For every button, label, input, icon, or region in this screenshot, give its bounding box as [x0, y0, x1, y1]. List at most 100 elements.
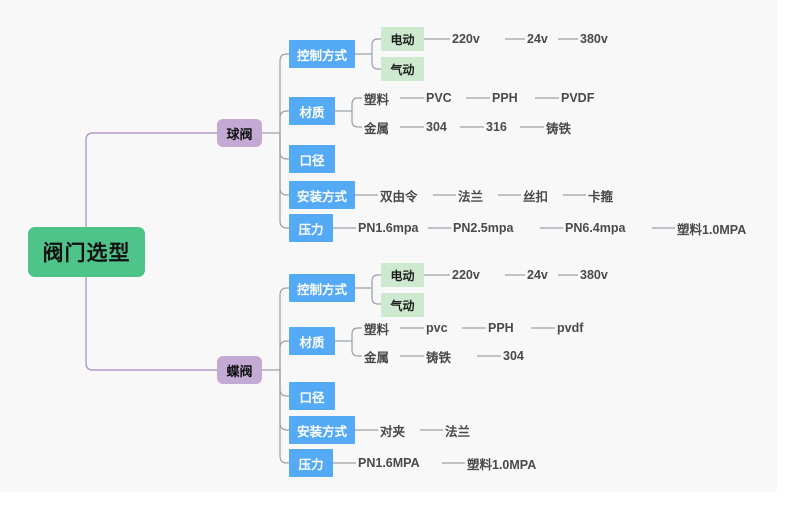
sublabel-node-metal[interactable]: 金属 — [364, 119, 390, 136]
leaf-label: 380v — [580, 32, 608, 46]
mode-node-label: 气动 — [390, 62, 415, 77]
leaf-label: 法兰 — [445, 424, 471, 439]
topic-node-material[interactable]: 材质 — [289, 327, 335, 355]
leaf-label: 铸铁 — [546, 121, 572, 136]
leaf-label: 316 — [486, 120, 507, 134]
leaf-node[interactable]: 法兰 — [458, 187, 484, 204]
topic-node-label: 控制方式 — [296, 282, 347, 297]
sublabel-node-plastic[interactable]: 塑料 — [364, 320, 390, 337]
leaf-label: 铸铁 — [426, 350, 452, 365]
leaf-node[interactable]: PVC — [426, 90, 452, 106]
leaf-node[interactable]: 316 — [486, 119, 507, 135]
topic-node-pressure[interactable]: 压力 — [289, 214, 333, 242]
leaf-node[interactable]: PVDF — [561, 90, 594, 106]
topic-node-control-mode[interactable]: 控制方式 — [289, 274, 355, 302]
mode-node-electric[interactable]: 电动 — [381, 263, 424, 287]
branch-node-butterfly-valve[interactable]: 蝶阀 — [217, 356, 262, 384]
leaf-node[interactable]: 304 — [503, 348, 524, 364]
leaf-label: pvc — [426, 321, 448, 335]
leaf-node[interactable]: 卡箍 — [588, 187, 614, 204]
leaf-node[interactable]: PN1.6MPA — [358, 455, 420, 471]
leaf-node[interactable]: PN2.5mpa — [453, 220, 513, 236]
sublabel-label: 金属 — [364, 350, 390, 365]
leaf-label: 304 — [426, 120, 447, 134]
leaf-node[interactable]: 24v — [527, 267, 548, 283]
sublabel-label: 塑料 — [364, 92, 390, 107]
leaf-label: 塑料1.0MPA — [467, 457, 537, 472]
topic-node-label: 安装方式 — [296, 189, 347, 204]
leaf-node[interactable]: pvdf — [557, 320, 583, 336]
mode-node-pneumatic[interactable]: 气动 — [381, 57, 424, 81]
leaf-node[interactable]: PN6.4mpa — [565, 220, 625, 236]
topic-node-installation[interactable]: 安装方式 — [289, 181, 355, 209]
leaf-node[interactable]: 380v — [580, 31, 608, 47]
mode-node-pneumatic[interactable]: 气动 — [381, 293, 424, 317]
leaf-label: 304 — [503, 349, 524, 363]
leaf-label: 塑料1.0MPA — [677, 222, 747, 237]
leaf-label: PVC — [426, 91, 452, 105]
topic-node-label: 压力 — [298, 222, 324, 237]
root-node[interactable]: 阀门选型 — [28, 227, 145, 277]
leaf-label: PN6.4mpa — [565, 221, 626, 235]
topic-node-installation[interactable]: 安装方式 — [289, 416, 355, 444]
topic-node-pressure[interactable]: 压力 — [289, 449, 333, 477]
leaf-node[interactable]: PPH — [488, 320, 514, 336]
leaf-label: PN2.5mpa — [453, 221, 514, 235]
topic-node-label: 口径 — [299, 153, 325, 168]
sublabel-node-plastic[interactable]: 塑料 — [364, 90, 390, 107]
leaf-label: 380v — [580, 268, 608, 282]
leaf-node[interactable]: 对夹 — [380, 422, 406, 439]
leaf-node[interactable]: 304 — [426, 119, 447, 135]
root-node-label: 阀门选型 — [42, 242, 131, 265]
leaf-node[interactable]: 220v — [452, 31, 480, 47]
leaf-label: 220v — [452, 268, 480, 282]
leaf-node[interactable]: 塑料1.0MPA — [677, 220, 747, 237]
leaf-node[interactable]: 220v — [452, 267, 480, 283]
leaf-node[interactable]: PN1.6mpa — [358, 220, 418, 236]
topic-node-label: 控制方式 — [296, 48, 347, 63]
leaf-label: pvdf — [557, 321, 584, 335]
branch-node-label: 蝶阀 — [226, 363, 253, 379]
leaf-node[interactable]: pvc — [426, 320, 448, 336]
topic-node-label: 材质 — [299, 105, 325, 120]
leaf-node[interactable]: 24v — [527, 31, 548, 47]
leaf-label: 法兰 — [458, 189, 484, 204]
leaf-node[interactable]: 丝扣 — [523, 187, 549, 204]
leaf-label: PPH — [488, 321, 514, 335]
mode-node-label: 气动 — [390, 298, 415, 313]
topic-node-control-mode[interactable]: 控制方式 — [289, 40, 355, 68]
leaf-label: PN1.6MPA — [358, 456, 420, 470]
topic-node-diameter[interactable]: 口径 — [289, 145, 335, 173]
sublabel-label: 金属 — [364, 121, 390, 136]
mode-node-label: 电动 — [390, 32, 415, 47]
leaf-label: PVDF — [561, 91, 595, 105]
leaf-node[interactable]: PPH — [492, 90, 518, 106]
topic-node-material[interactable]: 材质 — [289, 97, 335, 125]
leaf-node[interactable]: 380v — [580, 267, 608, 283]
branch-node-label: 球阀 — [226, 126, 253, 142]
mindmap-canvas: 阀门选型 球阀 控制方式 电动 气动 220v 24v 380v 材质 塑料 P… — [28, 27, 747, 477]
mode-node-electric[interactable]: 电动 — [381, 27, 424, 51]
leaf-label: 220v — [452, 32, 480, 46]
topic-node-label: 材质 — [299, 335, 325, 350]
topic-node-label: 口径 — [299, 390, 325, 405]
leaf-label: 丝扣 — [523, 189, 549, 204]
leaf-node[interactable]: 铸铁 — [426, 348, 452, 365]
leaf-label: 对夹 — [380, 424, 406, 439]
leaf-node[interactable]: 塑料1.0MPA — [467, 455, 537, 472]
topic-node-label: 压力 — [298, 457, 324, 472]
leaf-label: 卡箍 — [588, 189, 614, 204]
topic-node-diameter[interactable]: 口径 — [289, 382, 335, 410]
sublabel-node-metal[interactable]: 金属 — [364, 348, 390, 365]
leaf-node[interactable]: 铸铁 — [546, 119, 572, 136]
leaf-label: 24v — [527, 268, 548, 282]
sublabel-label: 塑料 — [364, 322, 390, 337]
branch-node-ball-valve[interactable]: 球阀 — [217, 119, 262, 147]
topic-node-label: 安装方式 — [296, 424, 347, 439]
leaf-node[interactable]: 法兰 — [445, 422, 471, 439]
leaf-node[interactable]: 双由令 — [380, 187, 418, 204]
leaf-label: 双由令 — [380, 189, 418, 204]
mode-node-label: 电动 — [390, 268, 415, 283]
leaf-label: PPH — [492, 91, 518, 105]
leaf-label: 24v — [527, 32, 548, 46]
